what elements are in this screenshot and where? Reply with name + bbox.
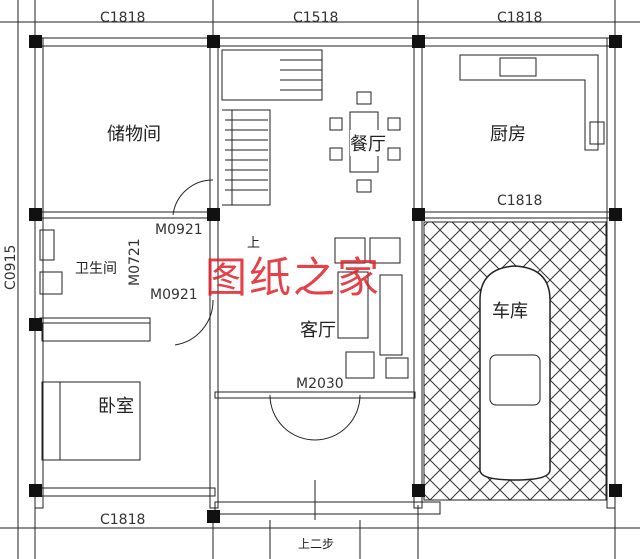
window-label: C1818 (100, 512, 146, 528)
watermark: 图纸之家 (205, 253, 382, 302)
staircase (221, 49, 323, 206)
entrance-wall (214, 391, 416, 399)
door-label: M0721 (127, 238, 143, 286)
window-label: C1818 (497, 10, 543, 26)
wall-mid-right (413, 37, 423, 509)
door-label: M0921 (150, 287, 198, 303)
storage-door-swing (172, 179, 214, 216)
window-label: C1818 (100, 10, 146, 26)
door-label: M0921 (155, 222, 203, 238)
window-label: C0915 (3, 244, 19, 290)
entrance-step-label: 上二步 (298, 537, 335, 551)
kitchen-wall (417, 211, 616, 219)
sofa (379, 274, 403, 356)
top-wall (34, 37, 616, 47)
room-kitchen: 厨房 (490, 124, 526, 145)
room-living: 客厅 (300, 320, 336, 341)
bottom-wall-left (34, 487, 216, 497)
bedroom-door-swing (174, 299, 214, 346)
window-label: C1518 (293, 10, 339, 26)
right-wall (606, 37, 616, 509)
sink-icon (499, 57, 537, 77)
room-dining: 餐厅 (350, 130, 386, 156)
room-storage: 储物间 (107, 124, 161, 145)
basin-icon (39, 271, 63, 295)
stove-icon (589, 121, 605, 145)
room-bedroom: 卧室 (98, 392, 134, 418)
door-label: M2030 (296, 376, 344, 392)
porch-step (214, 501, 441, 515)
kitchen-counter (459, 54, 599, 151)
entrance-door-swing (269, 394, 361, 441)
wardrobe (41, 322, 151, 342)
toilet-icon (39, 229, 55, 261)
coffee-table (337, 271, 369, 339)
window-label: C1818 (497, 193, 543, 209)
room-bathroom: 卫生间 (75, 261, 117, 277)
room-garage: 车库 (492, 301, 528, 322)
stair-up-label: 上 (247, 236, 261, 251)
